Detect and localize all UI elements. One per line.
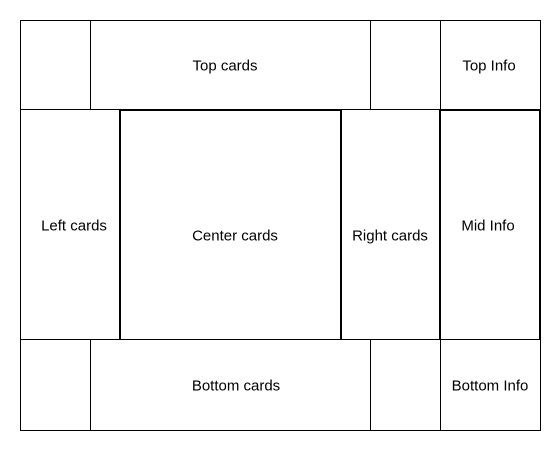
bottom-cards-label: Bottom cards (191, 377, 281, 395)
bottom-info-label: Bottom Info (451, 377, 529, 395)
bottom-left-corner-cell (20, 339, 91, 431)
top-cards-label: Top cards (192, 57, 258, 75)
bottom-info-region (440, 339, 541, 431)
top-cards-region (90, 20, 371, 110)
mid-info-label: Mid Info (461, 217, 515, 235)
top-right-corner-cell (370, 20, 441, 110)
bottom-right-corner-cell (370, 339, 441, 431)
left-cards-label: Left cards (41, 217, 107, 235)
right-cards-label: Right cards (352, 227, 428, 245)
top-info-label: Top Info (462, 57, 516, 75)
mid-info-region (439, 109, 541, 341)
center-cards-region (119, 109, 342, 341)
center-cards-label: Center cards (192, 227, 278, 245)
top-left-corner-cell (20, 20, 91, 110)
bottom-cards-region (90, 339, 371, 431)
right-cards-region (341, 109, 441, 340)
